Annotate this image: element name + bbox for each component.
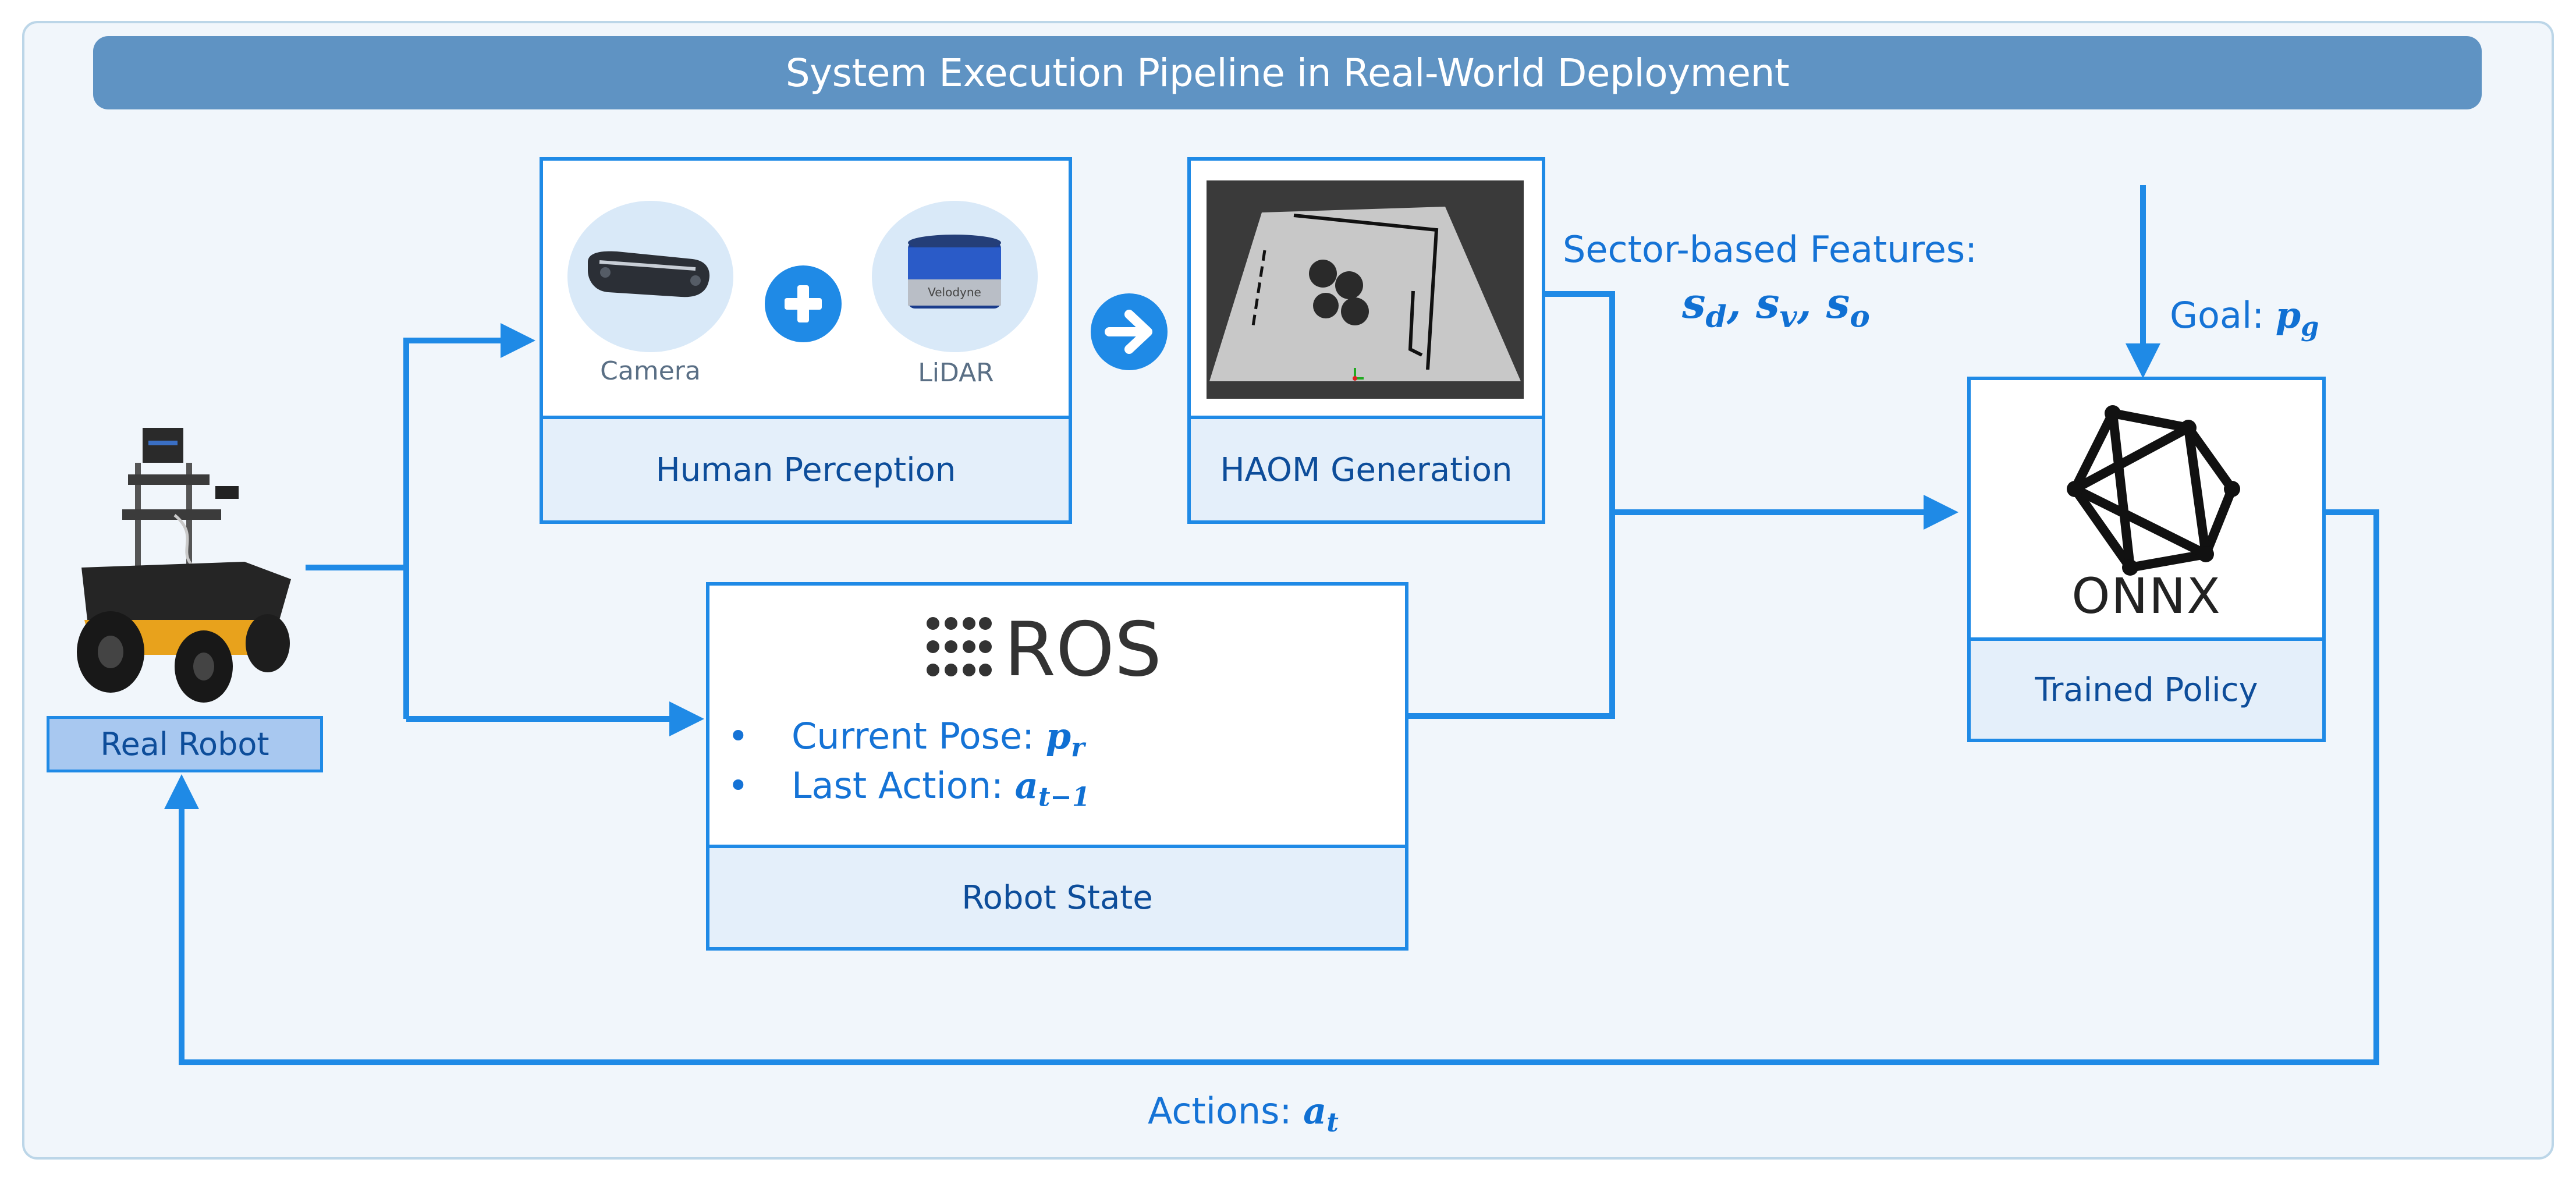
robot-state-label: Robot State [709,845,1405,947]
actions-label: Actions: at [1148,1090,1339,1138]
plus-icon [765,265,842,342]
robot-to-perception-arrow [403,323,535,719]
camera-icon [588,251,710,297]
arrow-right-icon [1091,293,1168,370]
haom-to-policy-arrow [1545,291,1958,530]
ros-logo-text: ROS [1004,607,1162,693]
occupancy-map-icon [1207,180,1524,399]
ugv-robot-icon [77,428,291,703]
goal-label: Goal: pg [2170,294,2319,342]
feature-symbol-sv: sv [1755,278,1797,335]
lidar-label: LiDAR [918,358,994,388]
sector-features-symbols: sd, sv, so [1682,278,1870,335]
current-pose-item: •Current Pose: pr [728,715,1085,763]
trained-policy-label: Trained Policy [1971,637,2322,739]
pose-symbol: pr [1045,715,1085,763]
diagram-title: System Execution Pipeline in Real-World … [93,36,2482,109]
haom-generation-label: HAOM Generation [1191,416,1542,520]
human-perception-label: Human Perception [543,416,1069,520]
bullet-icon: • [728,764,749,807]
trained-policy-box: Trained Policy [1967,377,2326,742]
state-to-policy-line [1408,512,1615,719]
lidar-icon: Velodyne [908,235,1001,309]
camera-label: Camera [600,356,701,386]
last-action-item: •Last Action: at−1 [728,764,1090,813]
bullet-icon: • [728,715,749,757]
feature-symbol-sd: sd [1682,278,1727,335]
ros-logo-icon [927,617,992,676]
sector-features-label: Sector-based Features: [1563,228,1978,271]
feature-symbol-so: so [1826,278,1870,335]
actions-symbol: at [1303,1090,1339,1138]
last-action-symbol: at−1 [1014,764,1090,813]
policy-action-loop-arrow [164,509,2379,1065]
onnx-logo-text: ONNX [2071,568,2222,625]
real-robot-label: Real Robot [47,716,323,772]
lidar-brand-text: Velodyne [928,285,981,299]
robot-state-box: Robot State [706,582,1408,951]
goal-symbol: pg [2275,294,2319,342]
onnx-logo-icon [2067,405,2240,576]
